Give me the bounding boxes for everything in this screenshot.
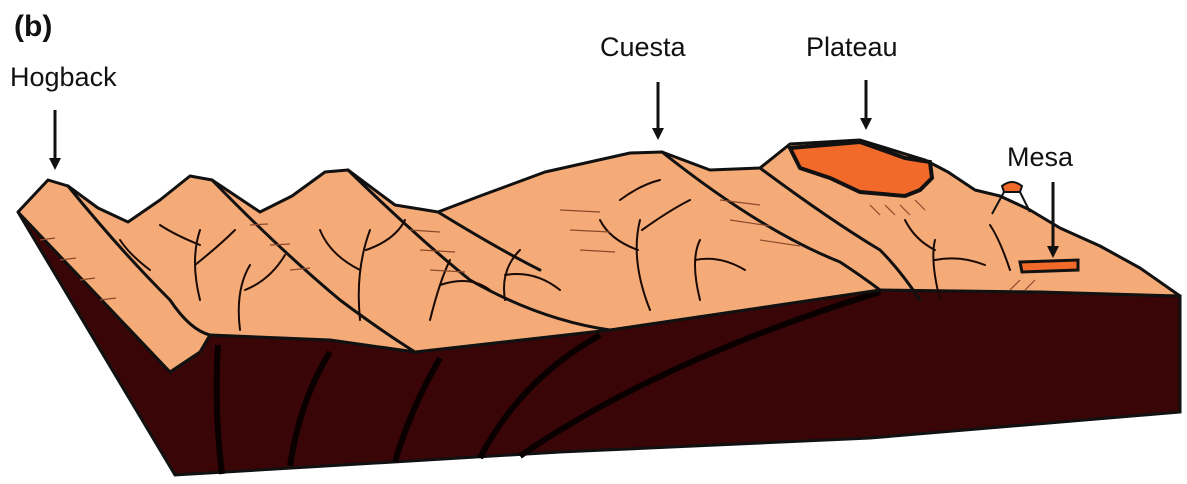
mesa-label: Mesa (1007, 144, 1073, 171)
panel-label: (b) (14, 12, 52, 42)
cuesta-label: Cuesta (600, 34, 686, 61)
plateau-label: Plateau (806, 34, 898, 61)
butte-caprock (1002, 182, 1022, 192)
mesa-caprock (1020, 260, 1078, 272)
hogback-label: Hogback (10, 64, 117, 91)
